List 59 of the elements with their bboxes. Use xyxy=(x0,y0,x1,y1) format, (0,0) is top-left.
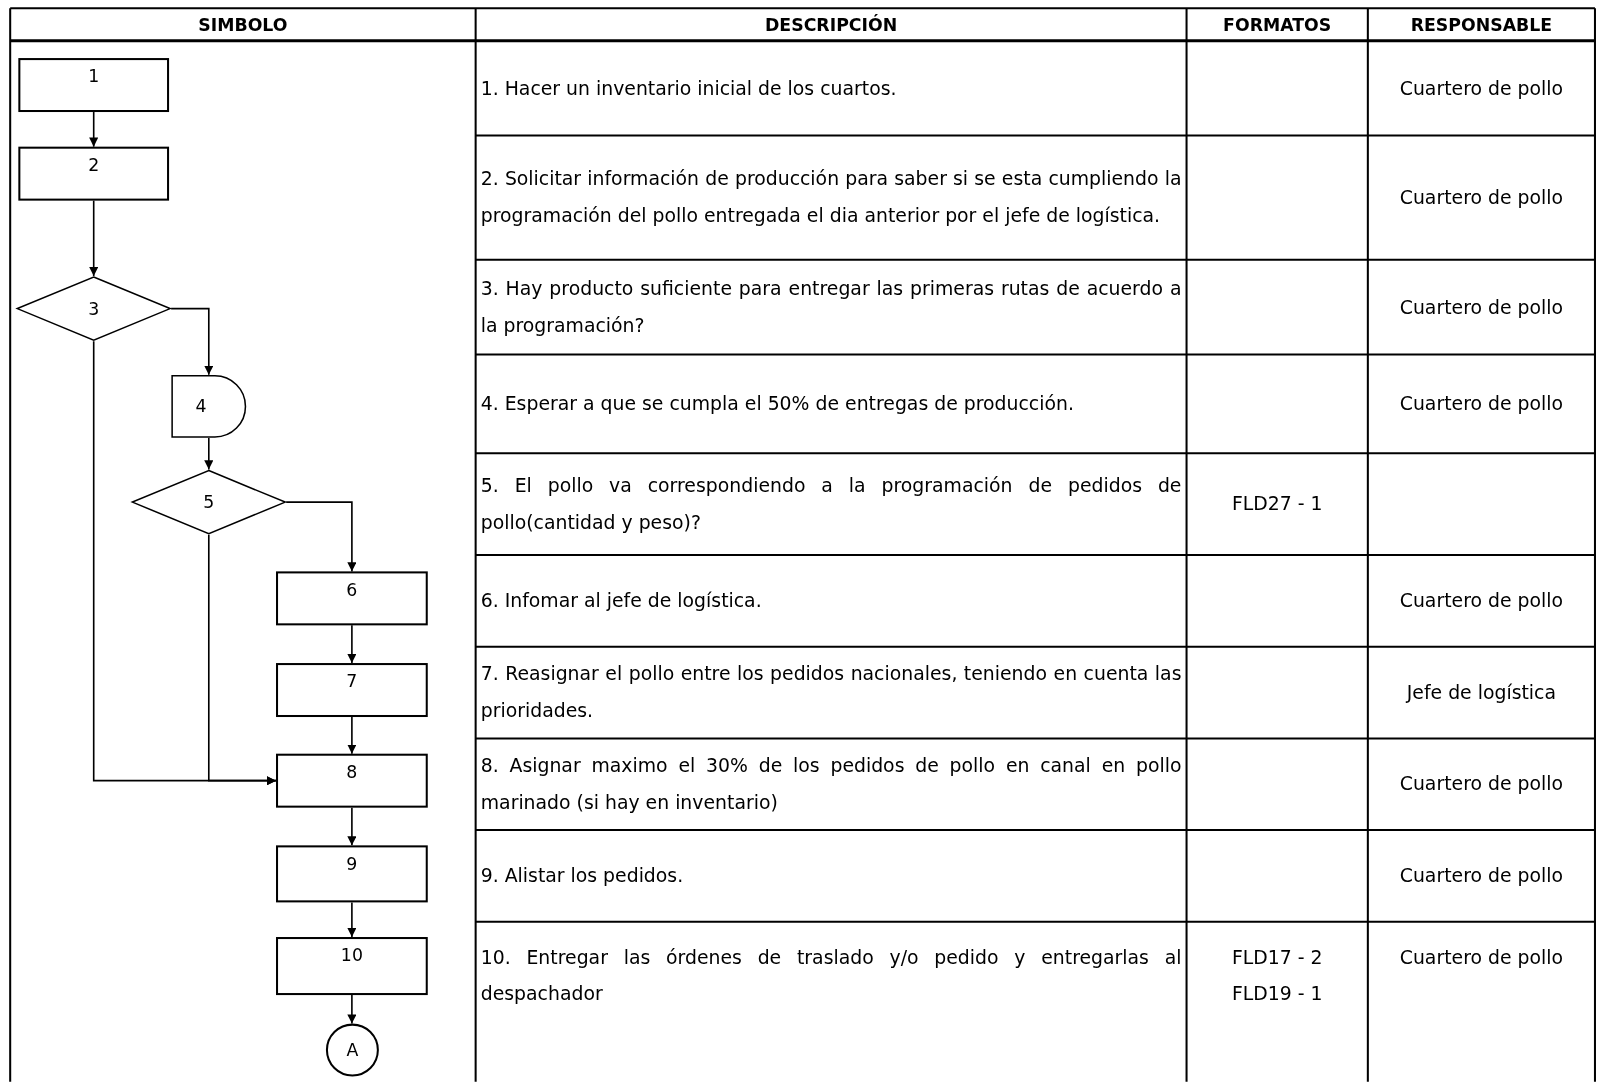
step-description: 3. Hay producto suficiente para entregar las primeras rutas de acuerdo a la programación? xyxy=(480,276,1182,338)
responsible-role: Cuartero de pollo xyxy=(1398,75,1565,101)
responsible-role: Cuartero de pollo xyxy=(1398,863,1565,889)
arrow xyxy=(89,199,99,277)
step-number: 8 xyxy=(346,761,358,783)
process-box xyxy=(276,571,428,626)
responsible-role: Cuartero de pollo xyxy=(1398,945,1565,970)
process-box xyxy=(276,663,428,717)
arrow xyxy=(170,307,214,376)
column-header: DESCRIPCIÓN xyxy=(764,13,899,37)
arrow xyxy=(89,111,99,148)
arrow xyxy=(347,716,357,755)
step-number: 1 xyxy=(88,66,100,87)
arrow xyxy=(285,501,357,573)
connector-circle xyxy=(325,1023,379,1077)
step-number: 9 xyxy=(346,853,358,874)
arrow xyxy=(347,806,357,847)
format-code: FLD19 - 1 xyxy=(1230,981,1324,1007)
process-box xyxy=(18,58,170,113)
arrow xyxy=(347,994,357,1025)
arrow xyxy=(204,437,214,471)
delay-symbol xyxy=(171,374,247,438)
step-description: 1. Hacer un inventario inicial de los cuartos. xyxy=(480,75,898,101)
step-description: 2. Solicitar información de producción para saber si se esta cumpliendo la programación del pollo entregada el dia anterior por el jefe de logística. xyxy=(480,167,1182,229)
step-number: 4 xyxy=(195,396,207,417)
decision-diamond xyxy=(16,276,172,342)
process-box xyxy=(276,937,428,996)
responsible-role: Cuartero de pollo xyxy=(1398,391,1565,416)
process-box xyxy=(276,845,428,903)
arrow xyxy=(347,624,357,664)
step-number: 7 xyxy=(346,671,358,692)
format-code: FLD17 - 2 xyxy=(1230,945,1324,970)
step-number: 5 xyxy=(203,491,215,513)
responsible-role: Cuartero de pollo xyxy=(1398,185,1565,210)
format-code: FLD27 - 1 xyxy=(1230,491,1324,517)
step-description: 10. Entregar las órdenes de traslado y/o pedido y entregarlas al despachador xyxy=(480,945,1182,1007)
step-description: 4. Esperar a que se cumpla el 50% de entregas de producción. xyxy=(480,391,1075,416)
step-description: 5. El pollo va correspondiendo a la programación de pedidos de pollo(cantidad y peso)? xyxy=(480,473,1182,535)
column-header: RESPONSABLE xyxy=(1409,13,1554,37)
step-number: 3 xyxy=(88,298,100,319)
responsible-role: Jefe de logística xyxy=(1404,680,1557,705)
step-number: 6 xyxy=(346,579,358,600)
step-description: 8. Asignar maximo el 30% de los pedidos de pollo en canal en pollo marinado (si hay en inventario) xyxy=(480,753,1182,815)
step-description: 6. Infomar al jefe de logística. xyxy=(480,588,763,614)
step-description: 7. Reasignar el pollo entre los pedidos nacionales, teniendo en cuenta las prioridades. xyxy=(480,662,1182,724)
step-number: A xyxy=(346,1039,359,1061)
responsible-role: Cuartero de pollo xyxy=(1398,588,1565,614)
responsible-role: Cuartero de pollo xyxy=(1398,772,1565,797)
column-header: FORMATOS xyxy=(1222,13,1333,37)
decision-diamond xyxy=(131,469,287,535)
arrow xyxy=(207,533,277,786)
responsible-role: Cuartero de pollo xyxy=(1398,294,1565,320)
step-number: 2 xyxy=(88,154,100,176)
column-header: SIMBOLO xyxy=(197,13,289,37)
step-number: 10 xyxy=(340,945,363,966)
process-box xyxy=(276,753,428,808)
arrow xyxy=(347,901,357,938)
process-box xyxy=(18,146,170,201)
step-description: 9. Alistar los pedidos. xyxy=(480,863,685,889)
